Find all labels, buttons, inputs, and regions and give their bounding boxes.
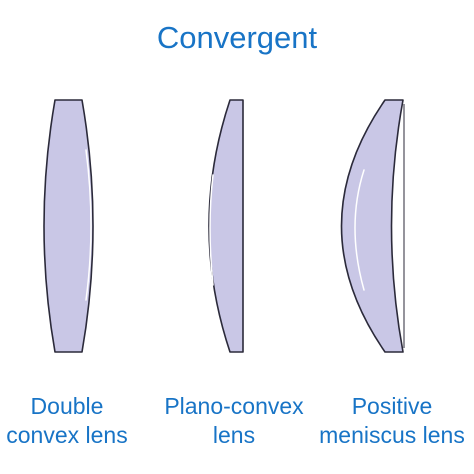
caption-plano-convex: Plano-convex lens <box>152 392 316 450</box>
caption-plano-convex-line2: lens <box>212 422 256 448</box>
caption-double-convex-line1: Double <box>30 393 104 419</box>
caption-plano-convex-line1: Plano-convex <box>164 393 304 419</box>
caption-positive-meniscus: Positive meniscus lens <box>310 392 474 450</box>
diagram-title: Convergent <box>156 20 318 55</box>
plano-convex-lens-highlight <box>209 174 214 286</box>
double-convex-lens-highlight <box>85 149 92 301</box>
caption-positive-meniscus-line1: Positive <box>351 393 433 419</box>
caption-positive-meniscus-line2: meniscus lens <box>319 422 465 448</box>
positive-meniscus-lens-highlight <box>354 169 365 291</box>
positive-meniscus-lens <box>340 99 405 353</box>
double-convex-lens-body <box>43 99 94 353</box>
caption-double-convex: Double convex lens <box>0 392 134 450</box>
positive-meniscus-lens-body <box>340 99 404 353</box>
plano-convex-lens-body <box>208 99 244 353</box>
double-convex-lens <box>43 99 94 353</box>
plano-convex-lens <box>208 99 244 353</box>
caption-double-convex-line2: convex lens <box>6 422 128 448</box>
